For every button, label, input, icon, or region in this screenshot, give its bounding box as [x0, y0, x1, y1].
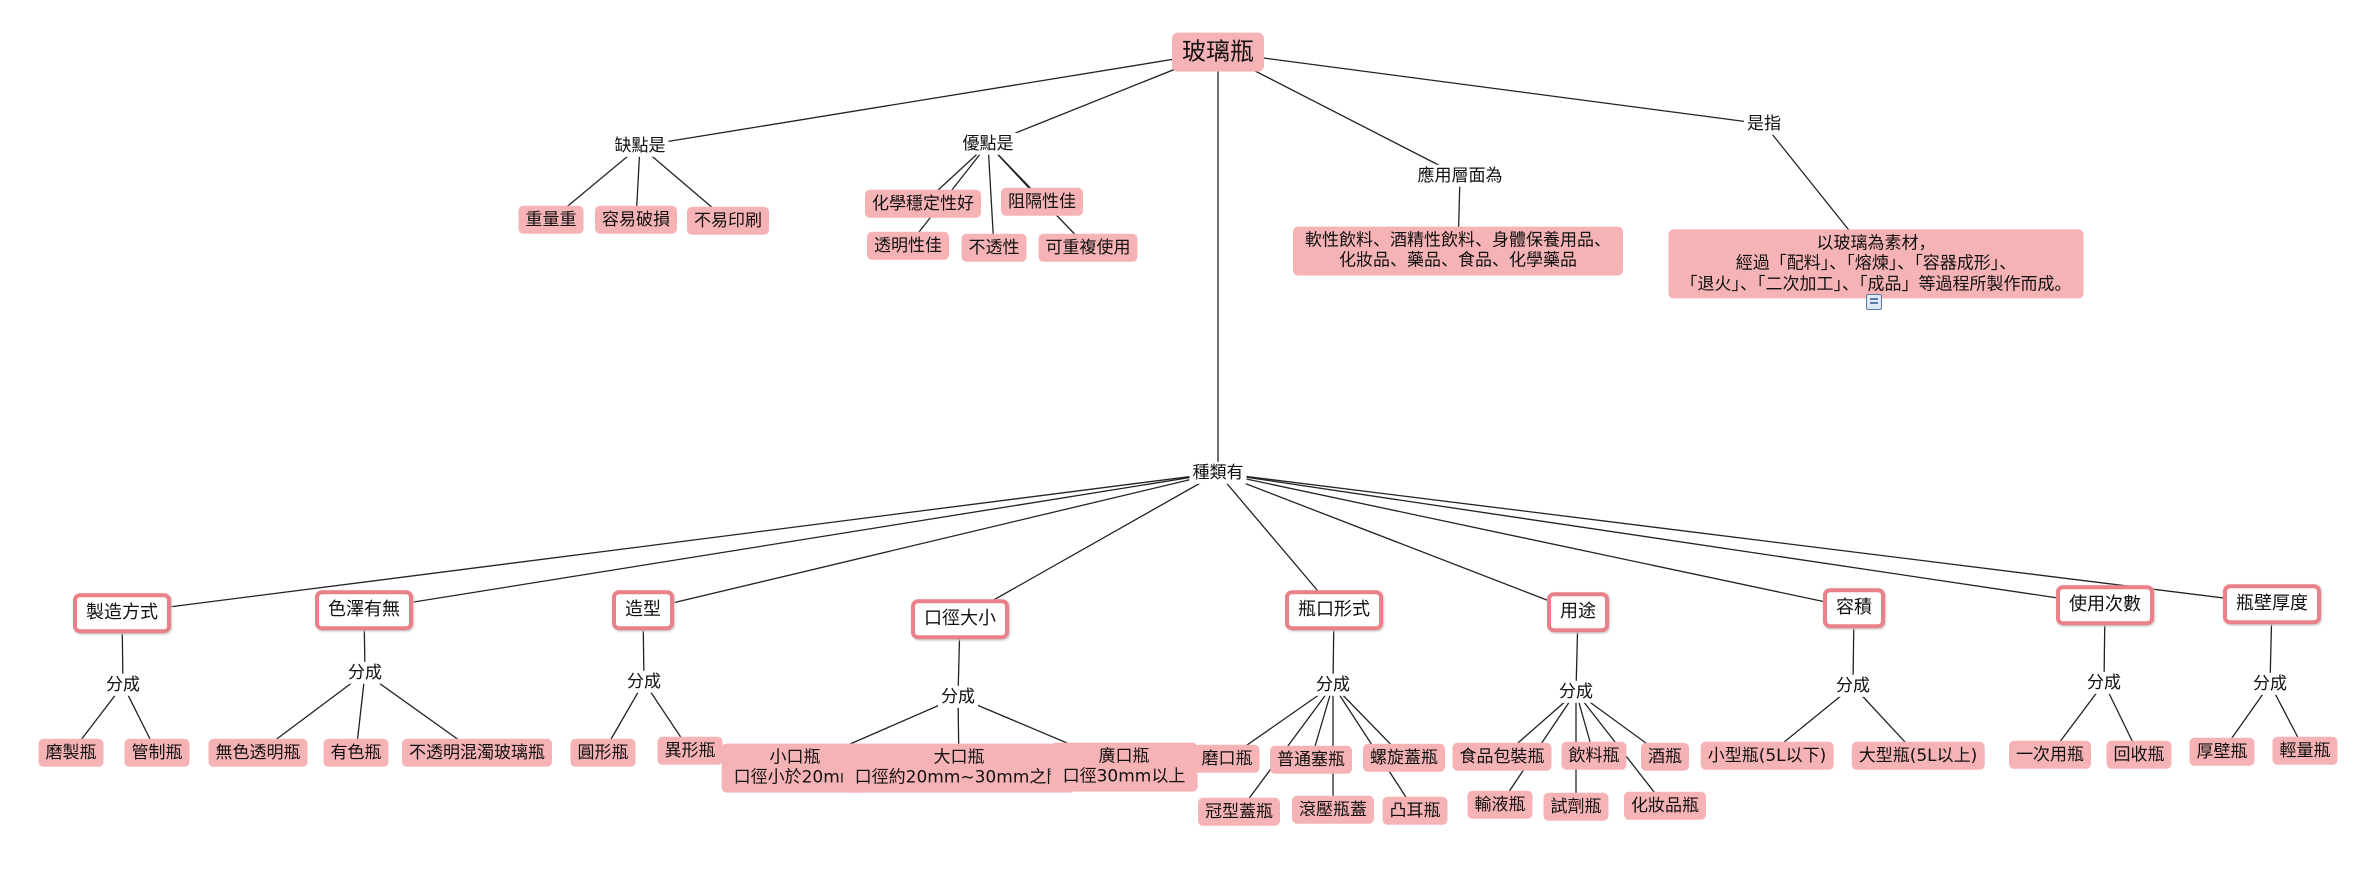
- node-k-iv[interactable]: 輸液瓶: [1467, 790, 1533, 820]
- node-k-tube[interactable]: 管制瓶: [124, 738, 190, 768]
- node-o-make[interactable]: 製造方式: [73, 593, 171, 633]
- node-o-cap[interactable]: 容積: [1823, 588, 1885, 628]
- node-c-opaque[interactable]: 不透性: [961, 233, 1027, 263]
- node-c-chem[interactable]: 化學穩定性好: [865, 189, 981, 219]
- node-k-once[interactable]: 一次用瓶: [2009, 740, 2091, 770]
- node-k-thick[interactable]: 厚壁瓶: [2189, 737, 2255, 767]
- edge-root-l_refer: [1217, 51, 1765, 125]
- node-s-mouth[interactable]: 分成: [938, 685, 978, 709]
- node-s-make[interactable]: 分成: [103, 673, 143, 697]
- node-s-times[interactable]: 分成: [2084, 671, 2124, 695]
- node-k-large[interactable]: 大口瓶 口徑約20mm~30mm之間: [842, 743, 1076, 793]
- node-k-opaquebottle[interactable]: 不透明混濁玻璃瓶: [402, 738, 552, 768]
- node-s-color[interactable]: 分成: [345, 661, 385, 685]
- node-k-large5[interactable]: 大型瓶(5L以上): [1851, 741, 1985, 771]
- node-l-defect[interactable]: 缺點是: [611, 134, 669, 158]
- node-k-plug[interactable]: 普通塞瓶: [1270, 745, 1352, 775]
- node-s-neck[interactable]: 分成: [1313, 673, 1353, 697]
- node-c-fragile[interactable]: 容易破損: [595, 205, 677, 235]
- node-s-shape[interactable]: 分成: [624, 670, 664, 694]
- edge-l_types-o_use: [1217, 472, 1579, 613]
- node-k-reagent[interactable]: 試劑瓶: [1543, 792, 1609, 822]
- node-c-heavy[interactable]: 重量重: [518, 205, 584, 235]
- node-k-small5[interactable]: 小型瓶(5L以下): [1700, 741, 1834, 771]
- note-icon[interactable]: [1866, 294, 1882, 310]
- node-k-crown[interactable]: 冠型蓋瓶: [1198, 797, 1280, 827]
- node-s-use[interactable]: 分成: [1556, 680, 1596, 704]
- node-o-times[interactable]: 使用次數: [2056, 585, 2154, 625]
- edge-l_types-o_times: [1217, 472, 2106, 606]
- edge-l_types-o_make: [121, 472, 1219, 614]
- node-c-print[interactable]: 不易印刷: [687, 206, 769, 236]
- edge-l_merit-c_opaque: [987, 143, 995, 249]
- node-k-roll[interactable]: 滾壓瓶蓋: [1292, 795, 1374, 825]
- node-o-shape[interactable]: 造型: [612, 590, 674, 630]
- node-l-merit[interactable]: 優點是: [959, 132, 1017, 156]
- node-k-wide[interactable]: 廣口瓶 口徑30mm以上: [1050, 742, 1198, 792]
- node-root[interactable]: 玻璃瓶: [1172, 32, 1264, 72]
- node-k-odd[interactable]: 異形瓶: [657, 736, 723, 766]
- node-k-recycle[interactable]: 回收瓶: [2106, 740, 2172, 770]
- node-c-def[interactable]: 以玻璃為素材， 經過「配料」、「熔煉」、「容器成形」、 「退火」、「二次加工」、…: [1668, 229, 2084, 299]
- node-s-cap[interactable]: 分成: [1833, 674, 1873, 698]
- node-o-use[interactable]: 用途: [1547, 592, 1609, 632]
- node-l-refer[interactable]: 是指: [1744, 112, 1784, 136]
- node-k-light[interactable]: 輕量瓶: [2272, 736, 2338, 766]
- node-o-color[interactable]: 色澤有無: [315, 590, 413, 630]
- node-k-food[interactable]: 食品包裝瓶: [1452, 742, 1552, 772]
- node-k-round[interactable]: 圓形瓶: [570, 738, 636, 768]
- node-l-app[interactable]: 應用層面為: [1414, 164, 1506, 188]
- edge-l_types-o_wall: [1217, 472, 2273, 605]
- node-k-grind[interactable]: 磨製瓶: [38, 738, 104, 768]
- node-k-lug[interactable]: 凸耳瓶: [1382, 796, 1448, 826]
- node-k-tint[interactable]: 有色瓶: [323, 738, 389, 768]
- node-l-types[interactable]: 種類有: [1189, 461, 1247, 485]
- edge-l_types-o_color: [363, 472, 1219, 611]
- node-k-drink[interactable]: 飲料瓶: [1561, 741, 1627, 771]
- node-k-screw[interactable]: 螺旋蓋瓶: [1363, 743, 1445, 773]
- node-o-mouth[interactable]: 口徑大小: [911, 599, 1009, 639]
- edge-l_types-o_neck: [1217, 472, 1335, 611]
- node-c-app[interactable]: 軟性飲料、酒精性飲料、身體保養用品、 化妝品、藥品、食品、化學藥品: [1293, 226, 1623, 276]
- edge-l_types-o_mouth: [959, 472, 1219, 620]
- edge-root-l_defect: [639, 51, 1219, 147]
- node-o-neck[interactable]: 瓶口形式: [1285, 590, 1383, 630]
- node-s-wall[interactable]: 分成: [2250, 672, 2290, 696]
- node-c-barrier[interactable]: 阻隔性佳: [1001, 187, 1083, 217]
- edge-l_types-o_cap: [1217, 472, 1855, 609]
- node-k-clear[interactable]: 無色透明瓶: [208, 738, 308, 768]
- node-c-transp[interactable]: 透明性佳: [867, 231, 949, 261]
- node-k-wine[interactable]: 酒瓶: [1641, 742, 1689, 772]
- edge-l_types-o_shape: [642, 472, 1219, 611]
- node-k-ground[interactable]: 磨口瓶: [1194, 744, 1260, 774]
- edge-root-l_app: [1217, 51, 1461, 177]
- node-c-reuse[interactable]: 可重複使用: [1038, 233, 1138, 263]
- node-o-wall[interactable]: 瓶壁厚度: [2223, 584, 2321, 624]
- node-k-cosm[interactable]: 化妝品瓶: [1624, 791, 1706, 821]
